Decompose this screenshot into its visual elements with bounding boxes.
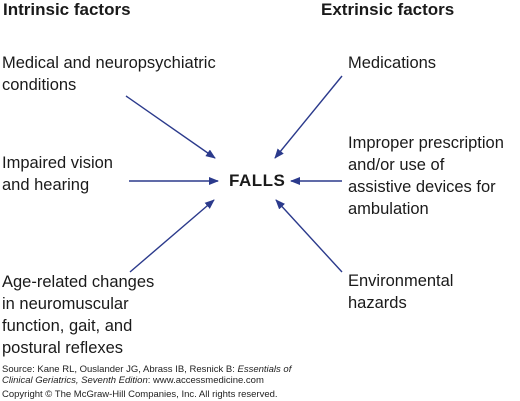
falls-center-label: FALLS xyxy=(229,171,286,190)
source-line-1: Source: Kane RL, Ouslander JG, Abrass IB… xyxy=(2,364,291,375)
source-url: : www.accessmedicine.com xyxy=(147,375,264,386)
source-prefix: Source: Kane RL, Ouslander JG, Abrass IB… xyxy=(2,364,238,375)
intrinsic-factor-medical-conditions: Medical and neuropsychiatric conditions xyxy=(2,54,216,94)
source-book-title-2: Clinical Geriatrics, Seventh Edition xyxy=(2,375,148,386)
extrinsic-factor-assistive-devices: Improper prescription and/or use of assi… xyxy=(348,134,504,218)
arrow-from-age-related-changes xyxy=(129,199,215,273)
arrow-from-medical-conditions xyxy=(125,95,216,159)
intrinsic-factors-header: Intrinsic factors xyxy=(3,0,131,19)
copyright-notice: Copyright © The McGraw-Hill Companies, I… xyxy=(2,389,278,400)
arrow-from-medications xyxy=(274,75,343,159)
arrow-from-environmental-hazards xyxy=(275,199,343,273)
intrinsic-factor-vision-hearing: Impaired vision and hearing xyxy=(2,154,113,194)
extrinsic-factor-medications: Medications xyxy=(348,54,437,72)
source-book-title-1: Essentials of xyxy=(237,364,292,375)
extrinsic-factors-header: Extrinsic factors xyxy=(321,0,455,19)
source-line-2: Clinical Geriatrics, Seventh Edition: ww… xyxy=(2,375,264,386)
extrinsic-factor-environmental-hazards: Environmental hazards xyxy=(348,272,454,312)
intrinsic-factor-age-related-changes: Age-related changes in neuromuscular fun… xyxy=(2,273,155,357)
